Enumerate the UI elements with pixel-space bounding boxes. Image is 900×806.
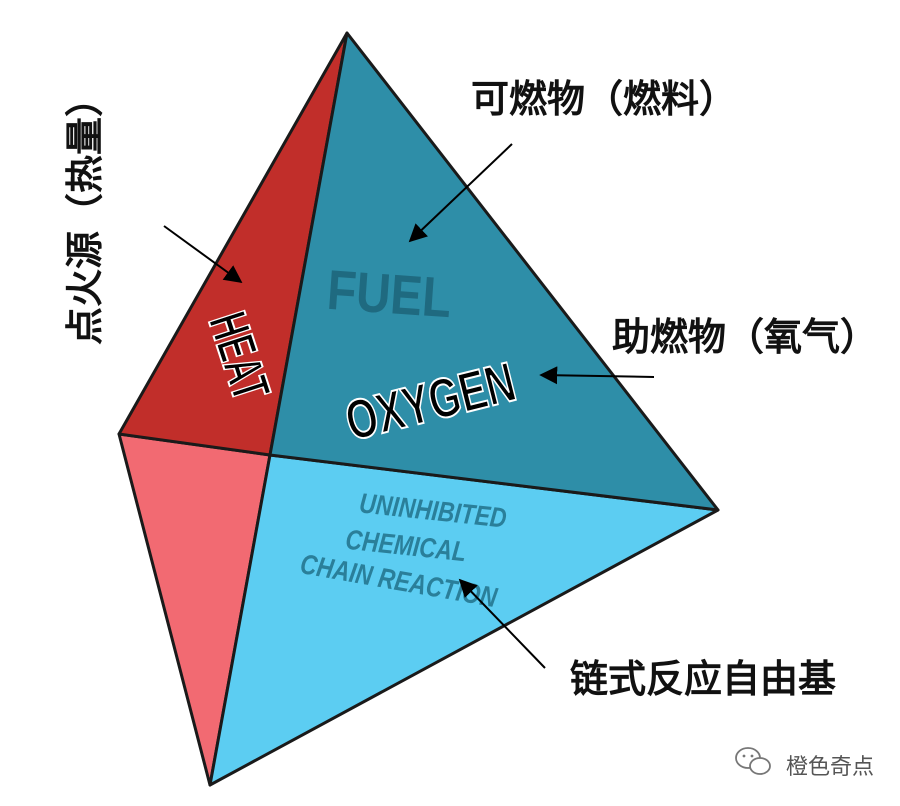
fuel-label: FUEL: [325, 259, 453, 330]
combustible-annotation: 可燃物（燃料）: [471, 77, 737, 121]
wechat-icon: [735, 747, 771, 775]
watermark-text: 橙色奇点: [786, 755, 874, 780]
fuel-oxygen-face: [268, 31, 720, 512]
chain-reaction-annotation: 链式反应自由基: [570, 657, 836, 701]
combustible-arrow: [408, 143, 513, 243]
oxidizer-arrow: [539, 366, 655, 385]
oxidizer-annotation: 助燃物（氧气）: [612, 315, 878, 359]
ignition-arrow: [163, 225, 243, 284]
ignition-source-annotation: 点火源（热量）: [63, 79, 107, 345]
chain-reaction-arrow: [458, 578, 546, 669]
